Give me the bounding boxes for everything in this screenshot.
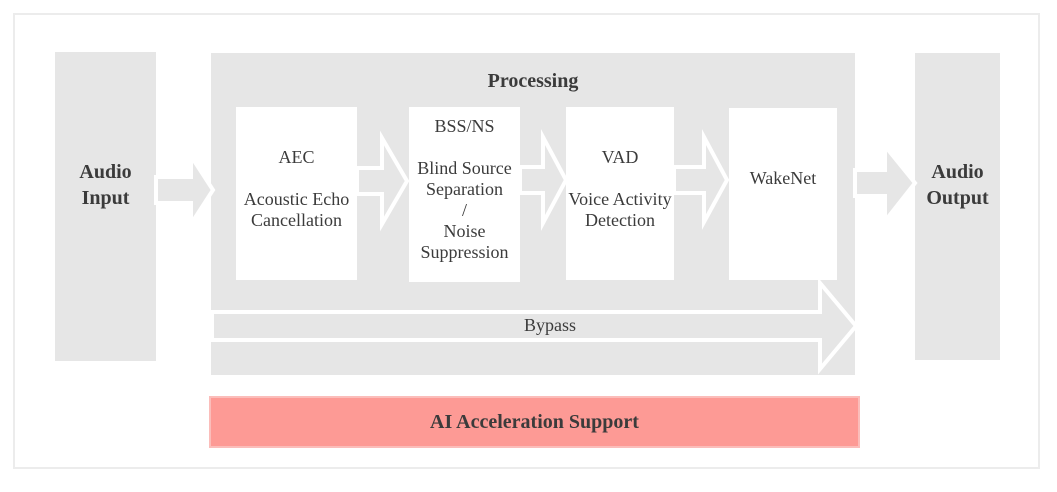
processing-title: Processing xyxy=(487,70,579,92)
bypass-label: Bypass xyxy=(523,315,576,335)
stage-box-wakenet: WakeNet xyxy=(729,108,837,280)
stage-subtitle: Acoustic Echo Cancellation xyxy=(243,188,350,230)
audio-output-label: Audio Output xyxy=(926,160,989,209)
ai-acceleration-bar: AI Acceleration Support xyxy=(209,396,860,448)
audio-input-box: Audio Input xyxy=(55,52,156,361)
stage-title: WakeNet xyxy=(749,168,817,188)
stage-subtitle: Voice Activity Detection xyxy=(568,188,672,230)
audio-output-box: Audio Output xyxy=(915,53,1000,360)
stage-title: AEC xyxy=(278,146,315,167)
stage-title: BSS/NS xyxy=(434,116,495,136)
stage-subtitle: Blind Source Separation / Noise Suppress… xyxy=(417,158,512,262)
stage-box-vad: VAD Voice Activity Detection xyxy=(566,107,674,280)
stage-title: VAD xyxy=(601,146,639,167)
outer-border xyxy=(13,13,1040,469)
stage-box-aec: AEC Acoustic Echo Cancellation xyxy=(236,107,357,280)
stage-box-bssns: BSS/NS Blind Source Separation / Noise S… xyxy=(409,107,520,282)
ai-acceleration-label: AI Acceleration Support xyxy=(430,410,639,433)
audio-input-label: Audio Input xyxy=(79,160,132,209)
